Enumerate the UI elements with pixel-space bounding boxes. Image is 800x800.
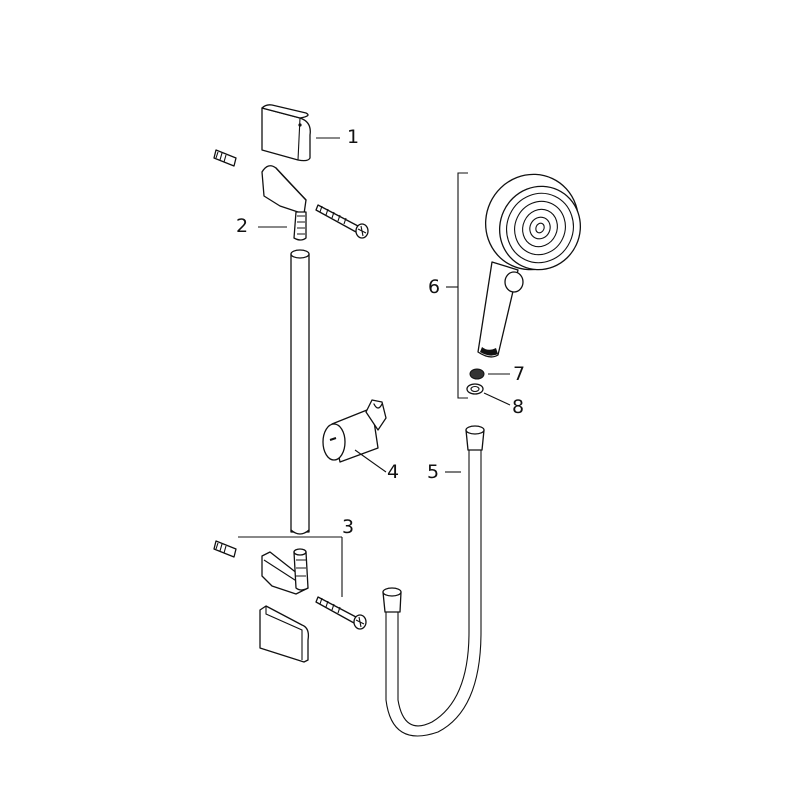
top-cover-cap xyxy=(261,104,311,162)
callout-4: 4 xyxy=(387,461,400,483)
leader-line-4 xyxy=(354,449,387,473)
top-wall-bracket xyxy=(213,149,369,241)
shower-hose xyxy=(382,425,485,737)
callout-2: 2 xyxy=(236,215,249,237)
flow-limiter-and-washer xyxy=(466,368,511,406)
callout-1: 1 xyxy=(347,126,360,148)
callout-5: 5 xyxy=(427,461,440,483)
hand-shower xyxy=(446,172,582,399)
callout-3: 3 xyxy=(342,516,355,538)
callout-7: 7 xyxy=(513,363,526,385)
callout-8: 8 xyxy=(512,396,525,418)
callout-6: 6 xyxy=(428,276,441,298)
bottom-wall-bracket xyxy=(213,536,367,663)
slide-rail xyxy=(290,249,310,535)
slider-holder xyxy=(322,399,387,463)
